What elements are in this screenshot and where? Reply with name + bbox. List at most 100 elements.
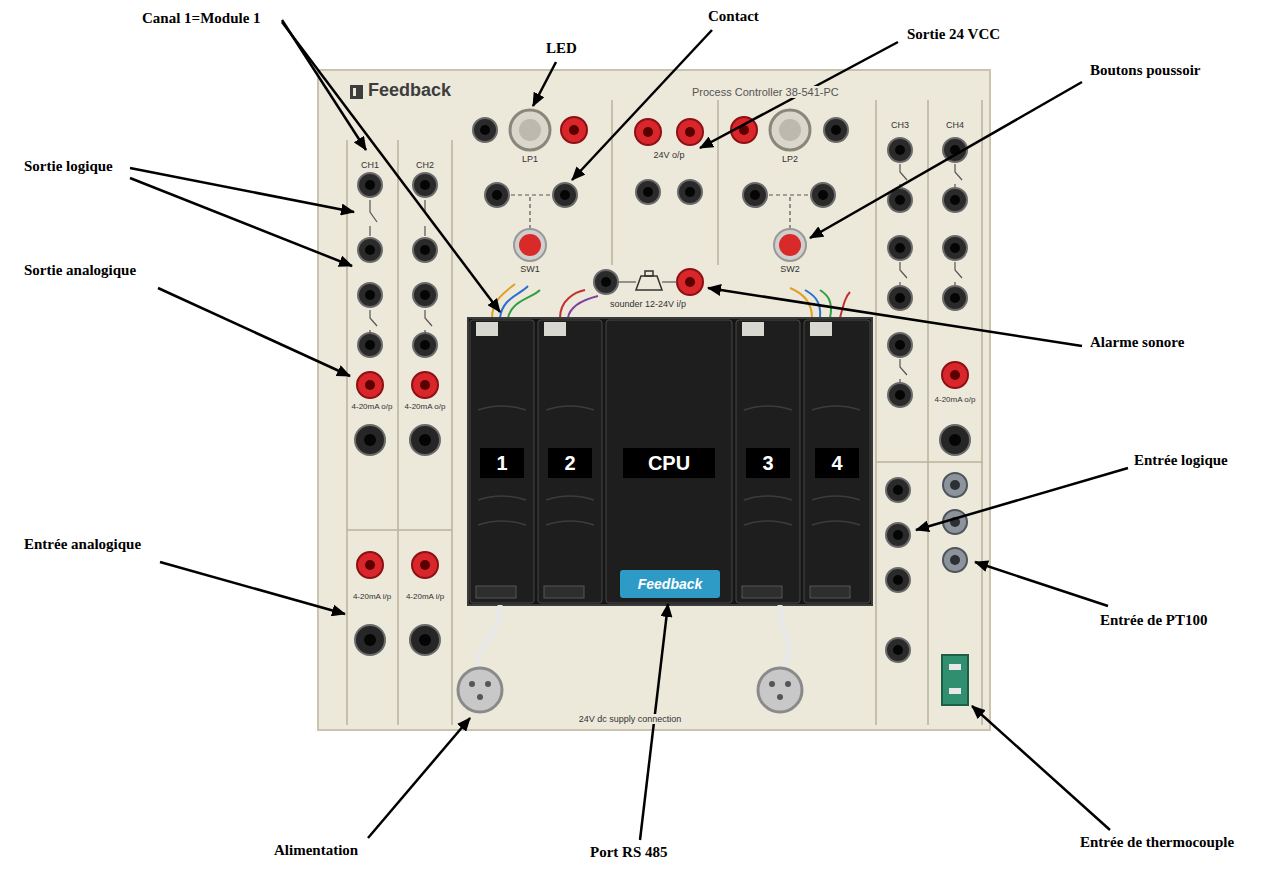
socket [743, 183, 767, 207]
socket [678, 180, 702, 204]
socket [886, 478, 910, 502]
socket [594, 270, 618, 294]
supply-cable [780, 605, 789, 668]
box-text: Feedback [638, 576, 703, 592]
socket [413, 238, 437, 262]
supply-connectors [458, 668, 802, 712]
socket [355, 625, 385, 655]
leader-arrow [975, 562, 1108, 606]
panel-title: Process Controller 38-541-PC [690, 86, 841, 98]
socket [942, 362, 968, 388]
socket [358, 238, 382, 262]
callout-label: Sortie logique [22, 158, 115, 175]
callout-label: Sortie analogique [22, 262, 138, 279]
led-lens [519, 119, 541, 141]
led-lamp [510, 110, 550, 150]
leader-arrow [368, 718, 470, 838]
callout-label: Sortie 24 VCC [905, 26, 1002, 43]
socket [677, 119, 703, 145]
socket [357, 552, 383, 578]
panel-text: 4-20mA i/p [405, 592, 445, 601]
callout-label: Contact [706, 8, 761, 25]
panel-text: sounder 12-24V i/p [609, 299, 687, 309]
thermocouple-connector [942, 655, 968, 705]
panel-text: 4-20mA o/p [404, 402, 447, 411]
socket [940, 425, 970, 455]
socket [412, 552, 438, 578]
channel-label: CH3 [890, 120, 910, 130]
sounder-wire [618, 281, 636, 282]
relay-symbols [370, 200, 432, 334]
callout-label: Alarme sonore [1088, 334, 1186, 351]
push-button-ring [514, 229, 546, 261]
contact-link [529, 197, 530, 228]
box-text: 3 [762, 452, 773, 475]
leader-arrow [972, 706, 1110, 830]
leader-arrow [810, 82, 1082, 238]
callout-label: Alimentation [272, 842, 360, 859]
module-label: CPU [623, 448, 715, 478]
socket [886, 568, 910, 592]
logo-icon-mark [353, 88, 356, 96]
panel-text: 24V dc supply connection [578, 714, 683, 724]
socket [358, 283, 382, 307]
brand-badge: Feedback [620, 570, 720, 598]
sounder-wire [662, 281, 677, 282]
socket [636, 180, 660, 204]
socket [413, 173, 437, 197]
leader-arrow [916, 468, 1128, 530]
socket [358, 173, 382, 197]
leader-arrow [160, 562, 345, 614]
panel-text: LP2 [781, 154, 799, 164]
socket [410, 625, 440, 655]
socket [888, 333, 912, 357]
thermocouple-slot [949, 688, 961, 694]
socket [886, 638, 910, 662]
contact-link [511, 194, 551, 195]
socket [943, 236, 967, 260]
leader-arrow [130, 178, 352, 266]
leader-arrow [282, 22, 500, 312]
channel-label: CH4 [945, 120, 965, 130]
panel-text: SW1 [519, 264, 541, 274]
socket [886, 523, 910, 547]
box-text: 2 [564, 452, 575, 475]
socket [561, 117, 587, 143]
socket [888, 138, 912, 162]
socket [943, 286, 967, 310]
sounder-symbol [636, 276, 662, 290]
socket [473, 118, 497, 142]
leader-arrow [572, 30, 712, 180]
push-button [519, 234, 541, 256]
socket [410, 425, 440, 455]
module-label: 2 [548, 448, 592, 478]
socket [412, 372, 438, 398]
leader-arrow [708, 288, 1082, 346]
socket [358, 333, 382, 357]
push-button [779, 234, 801, 256]
callout-label: Entrée analogique [22, 536, 143, 553]
contact-link [769, 194, 809, 195]
panel-text: 4-20mA o/p [351, 402, 394, 411]
module-label: 1 [480, 448, 524, 478]
callout-label: LED [544, 40, 579, 57]
socket [677, 269, 703, 295]
thermocouple-slot [949, 664, 961, 670]
channel-label: CH1 [360, 160, 380, 170]
brand-logo: Feedback [366, 80, 453, 101]
led-lens [779, 119, 801, 141]
socket [357, 372, 383, 398]
panel-text: 4-20mA i/p [352, 592, 392, 601]
logo-icon [350, 85, 363, 99]
contact-link [789, 197, 790, 228]
socket [888, 236, 912, 260]
panel-text: 4-20mA o/p [934, 395, 977, 404]
socket [355, 425, 385, 455]
callout-label: Entrée logique [1132, 452, 1230, 469]
socket [888, 383, 912, 407]
panel-text: 24V o/p [652, 150, 685, 160]
socket [943, 473, 967, 497]
push-button-ring [774, 229, 806, 261]
module-label: 4 [815, 448, 859, 478]
